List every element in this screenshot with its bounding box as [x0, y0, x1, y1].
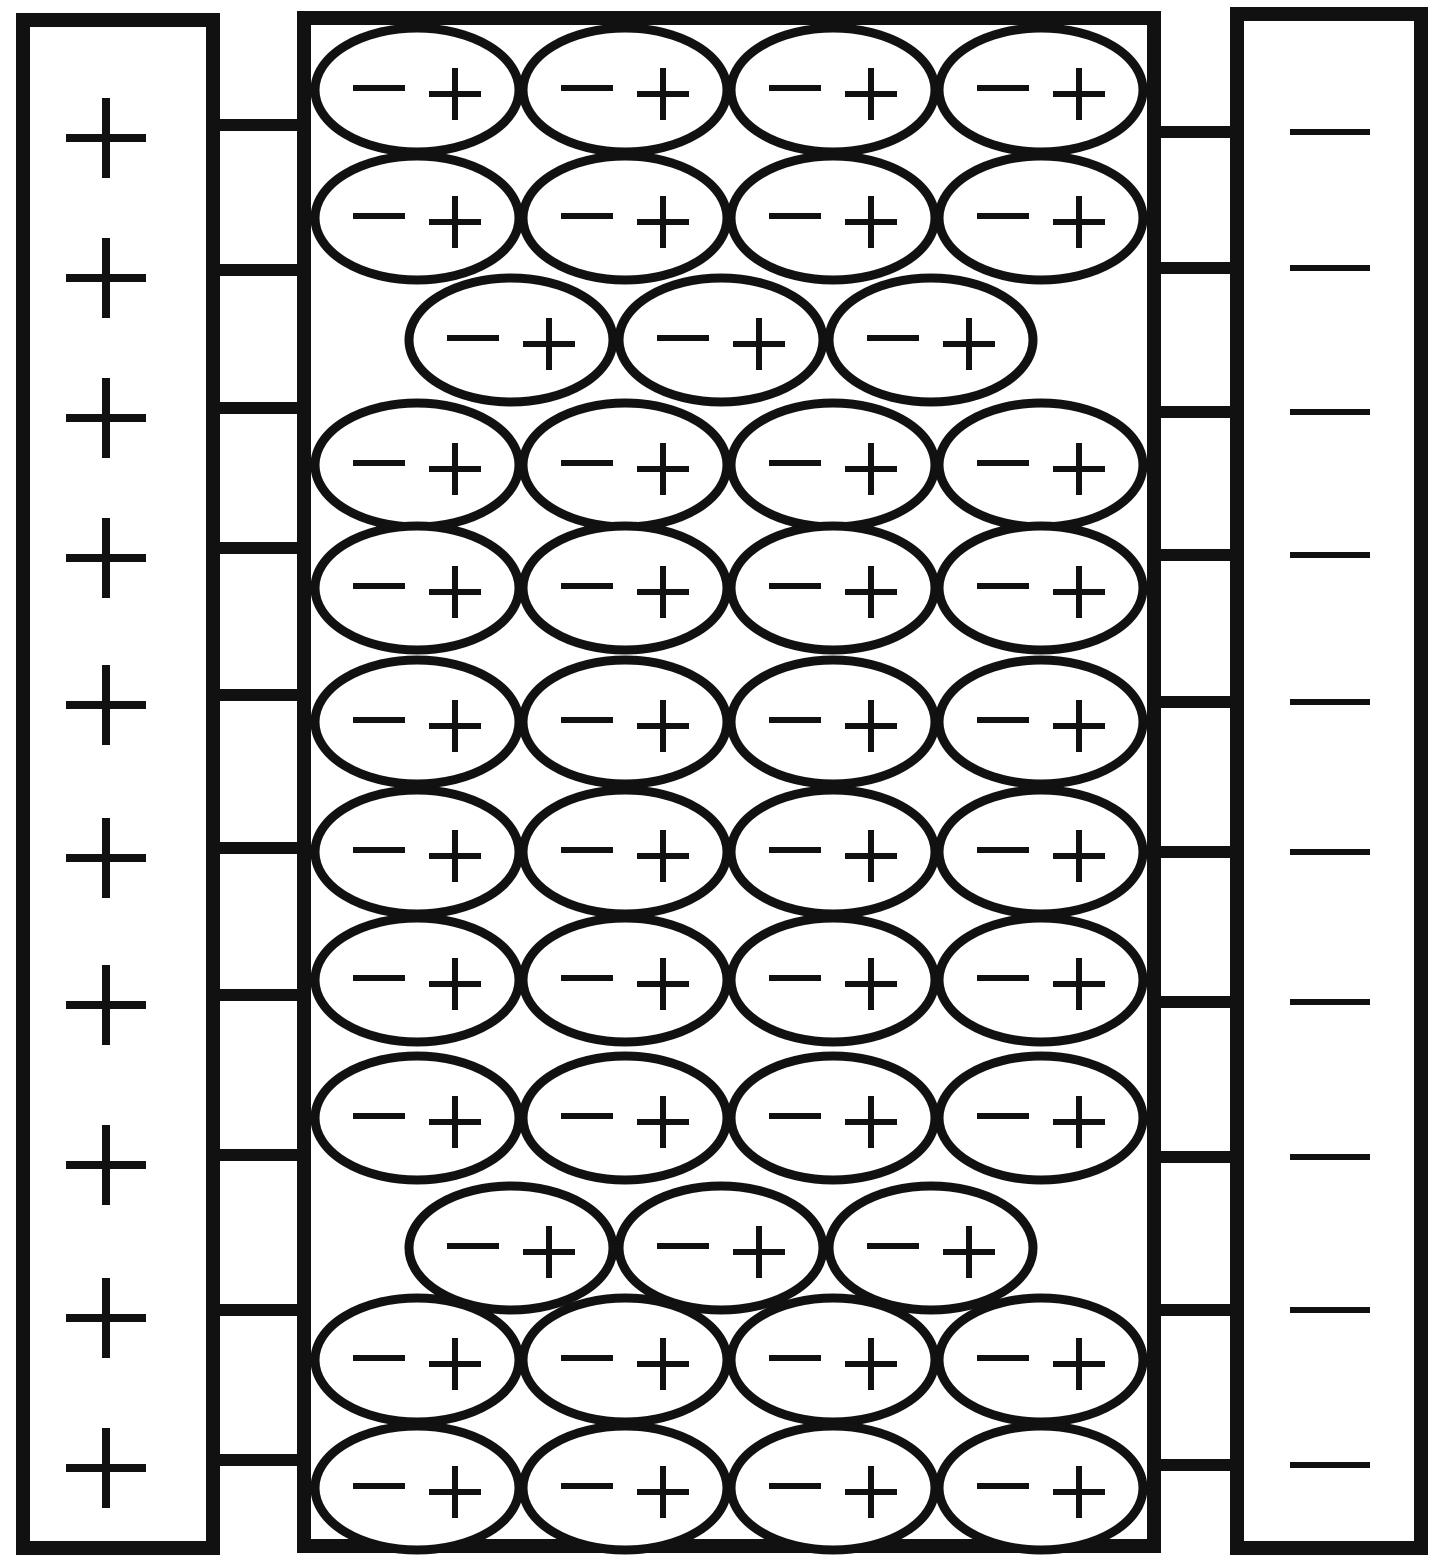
dipole-molecule	[939, 156, 1143, 280]
molecule-outline	[939, 1426, 1143, 1550]
molecule-outline	[315, 1426, 519, 1550]
molecule-outline	[523, 526, 727, 650]
dipole-molecule	[315, 526, 519, 650]
dipole-molecule	[731, 526, 935, 650]
dipole-molecule	[523, 28, 727, 152]
molecule-outline	[523, 28, 727, 152]
molecule-outline	[939, 660, 1143, 784]
dipole-molecule	[829, 278, 1033, 402]
molecule-outline	[731, 28, 935, 152]
dipole-molecule	[315, 1298, 519, 1422]
molecule-outline	[829, 278, 1033, 402]
dipole-molecule	[939, 1426, 1143, 1550]
dipole-molecule	[939, 1056, 1143, 1180]
dipole-molecule	[731, 660, 935, 784]
dipole-molecule	[523, 526, 727, 650]
molecule-outline	[523, 1426, 727, 1550]
molecule-outline	[315, 790, 519, 914]
molecule-outline	[731, 1426, 935, 1550]
dipole-molecule	[731, 918, 935, 1042]
negative-plate	[1237, 14, 1421, 1548]
dipole-molecule	[523, 1426, 727, 1550]
dipole-molecule	[523, 403, 727, 527]
dipole-molecule	[939, 790, 1143, 914]
dipole-molecule	[619, 1186, 823, 1310]
molecule-outline	[523, 790, 727, 914]
molecule-outline	[315, 28, 519, 152]
dipole-molecule	[619, 278, 823, 402]
dipole-molecule	[731, 1298, 935, 1422]
molecule-outline	[939, 403, 1143, 527]
molecule-outline	[939, 28, 1143, 152]
molecule-outline	[731, 1056, 935, 1180]
molecule-outline	[939, 790, 1143, 914]
molecule-outline	[939, 1056, 1143, 1180]
molecule-outline	[523, 918, 727, 1042]
dipole-molecule	[939, 918, 1143, 1042]
dipole-molecule	[731, 1056, 935, 1180]
molecule-outline	[619, 278, 823, 402]
molecule-outline	[523, 403, 727, 527]
molecule-outline	[315, 1298, 519, 1422]
molecule-outline	[731, 790, 935, 914]
dipole-molecule	[939, 403, 1143, 527]
dipole-molecule	[409, 278, 613, 402]
molecule-outline	[939, 156, 1143, 280]
molecule-outline	[939, 1298, 1143, 1422]
dipole-molecule	[315, 790, 519, 914]
molecule-outline	[523, 1298, 727, 1422]
dipole-molecule	[939, 660, 1143, 784]
dipole-molecule	[523, 790, 727, 914]
molecule-outline	[315, 526, 519, 650]
dipole-molecule	[939, 526, 1143, 650]
molecule-outline	[731, 660, 935, 784]
molecule-outline	[939, 918, 1143, 1042]
dipole-molecule	[409, 1186, 613, 1310]
molecule-outline	[315, 660, 519, 784]
dipole-molecule	[523, 660, 727, 784]
dipole-molecule	[523, 1298, 727, 1422]
molecule-outline	[409, 278, 613, 402]
dipole-molecule	[731, 156, 935, 280]
dipole-molecule	[315, 28, 519, 152]
molecule-outline	[315, 403, 519, 527]
molecule-outline	[315, 156, 519, 280]
dipole-molecule	[731, 403, 935, 527]
molecule-outline	[731, 1298, 935, 1422]
dipole-molecule	[315, 660, 519, 784]
molecule-outline	[523, 660, 727, 784]
dipole-molecule	[829, 1186, 1033, 1310]
molecule-outline	[731, 918, 935, 1042]
dipole-molecule	[731, 790, 935, 914]
molecule-outline	[523, 1056, 727, 1180]
molecule-outline	[939, 526, 1143, 650]
molecule-outline	[409, 1186, 613, 1310]
molecule-outline	[731, 403, 935, 527]
dipole-molecule	[731, 28, 935, 152]
molecule-outline	[619, 1186, 823, 1310]
dipole-molecule	[315, 156, 519, 280]
dipole-molecule	[523, 1056, 727, 1180]
molecule-outline	[731, 526, 935, 650]
molecule-outline	[315, 1056, 519, 1180]
molecule-outline	[523, 156, 727, 280]
dipole-molecule	[523, 918, 727, 1042]
dipole-molecule	[523, 156, 727, 280]
dipole-molecule	[315, 1426, 519, 1550]
dipole-molecule	[731, 1426, 935, 1550]
dipole-molecule	[315, 403, 519, 527]
dipole-molecule	[315, 918, 519, 1042]
molecule-outline	[315, 918, 519, 1042]
dipole-molecule	[939, 28, 1143, 152]
dipole-molecule	[315, 1056, 519, 1180]
molecule-outline	[829, 1186, 1033, 1310]
molecule-outline	[731, 156, 935, 280]
dipole-molecule	[939, 1298, 1143, 1422]
